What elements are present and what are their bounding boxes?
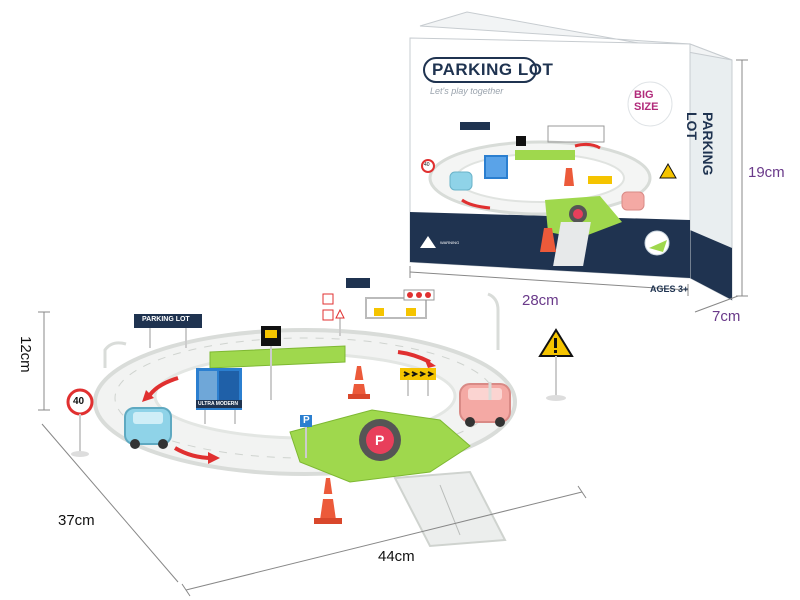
green-bridge [209, 345, 346, 369]
size-label: SIZE [634, 101, 659, 113]
dim-box-width: 28cm [522, 292, 559, 309]
car-pink [459, 383, 511, 427]
sign-parking-lot-text: PARKING LOT [142, 316, 190, 323]
traffic-cone-middle [348, 366, 370, 399]
big-label: BIG [634, 89, 654, 101]
box-road-sign-number: 40 [424, 162, 430, 168]
box-ages: AGES 3+ [650, 284, 689, 294]
box-top-face [419, 11, 733, 61]
box-warning-text: THE BEST GIFTS FOR THE CHILDREN [420, 216, 493, 221]
box-warning-title: WARNING [440, 240, 460, 245]
car-blue [124, 407, 172, 449]
parking-pad-letter: P [375, 432, 385, 448]
sign-p-letter: P [303, 415, 310, 426]
dim-toy-width: 44cm [378, 548, 415, 565]
speed-limit-text: 40 [73, 396, 85, 407]
box-car-blue [449, 171, 473, 191]
sign-parking-p [300, 415, 312, 427]
traffic-cone-front [314, 478, 342, 524]
box-title: PARKING LOT [432, 60, 554, 79]
box-subtitle: Let's play together [430, 86, 504, 96]
box-title-pill [423, 57, 537, 83]
dim-box-depth: 7cm [712, 308, 741, 325]
dim-toy-depth: 37cm [58, 512, 95, 529]
dim-toy-height: 12cm [17, 336, 34, 373]
box-side-title: PARKING LOT [684, 112, 716, 176]
box-car-pink [621, 191, 645, 211]
billboard-text: ULTRA MODERN [198, 401, 238, 407]
sign-parking-lot [134, 314, 202, 328]
dim-box-height: 19cm [748, 164, 785, 181]
